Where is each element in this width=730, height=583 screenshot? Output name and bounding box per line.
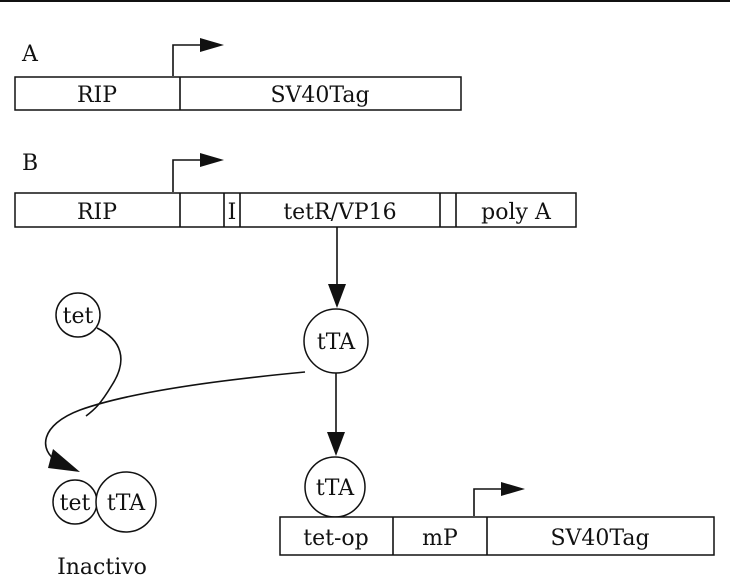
panel-b-segment-rip: RIP	[77, 200, 117, 225]
response-segment-mp: mP	[422, 526, 458, 551]
bound-tta-label: tTA	[316, 476, 355, 501]
response-promoter-arrow	[473, 488, 503, 516]
tta-molecule: tTA	[303, 308, 369, 374]
panel-b-promoter-arrowhead	[200, 153, 224, 167]
inactive-complex: tet tTA Inactivo	[52, 471, 157, 580]
panel-b-construct	[14, 192, 577, 228]
response-segment-sv40tag: SV40Tag	[550, 526, 649, 551]
panel-b-promoter-arrow	[172, 159, 202, 192]
response-segment-tet-op: tet-op	[303, 526, 368, 551]
panel-b-segment-intron: I	[228, 200, 237, 225]
response-construct: tet-op mP SV40Tag	[279, 482, 715, 556]
complex-caption: Inactivo	[57, 555, 147, 580]
tta-label: tTA	[317, 330, 356, 355]
tet-circle	[55, 292, 101, 338]
binding-arrowhead	[48, 449, 80, 472]
panel-b-label: B	[22, 151, 38, 176]
tta-binding-curve	[44, 371, 306, 463]
expression-arrowhead	[328, 284, 346, 308]
tet-label: tet	[63, 304, 94, 329]
panel-b-segment-tetr-vp16: tetR/VP16	[283, 200, 396, 225]
response-construct-box	[279, 516, 715, 556]
bound-tta: tTA	[304, 456, 366, 518]
panel-a-segment-sv40tag: SV40Tag	[270, 83, 369, 108]
panel-a-construct	[14, 76, 462, 111]
panel-a: A RIP SV40Tag	[14, 38, 462, 111]
panel-a-segment-rip: RIP	[77, 83, 117, 108]
panel-a-promoter-arrowhead	[200, 38, 224, 52]
complex-tta-circle	[95, 471, 157, 533]
tet-molecule: tet	[55, 292, 101, 338]
tet-binding-curve	[85, 327, 122, 417]
response-promoter-arrowhead	[501, 482, 525, 496]
panel-a-label: A	[21, 42, 39, 67]
panel-b-segment-poly-a: poly A	[481, 200, 552, 225]
complex-tta-label: tTA	[107, 491, 146, 516]
panel-b: B RIP I tetR/VP16 poly A	[14, 151, 577, 228]
complex-tet-label: tet	[60, 491, 91, 516]
activation-arrowhead	[327, 432, 345, 456]
panel-a-promoter-arrow	[172, 44, 202, 76]
